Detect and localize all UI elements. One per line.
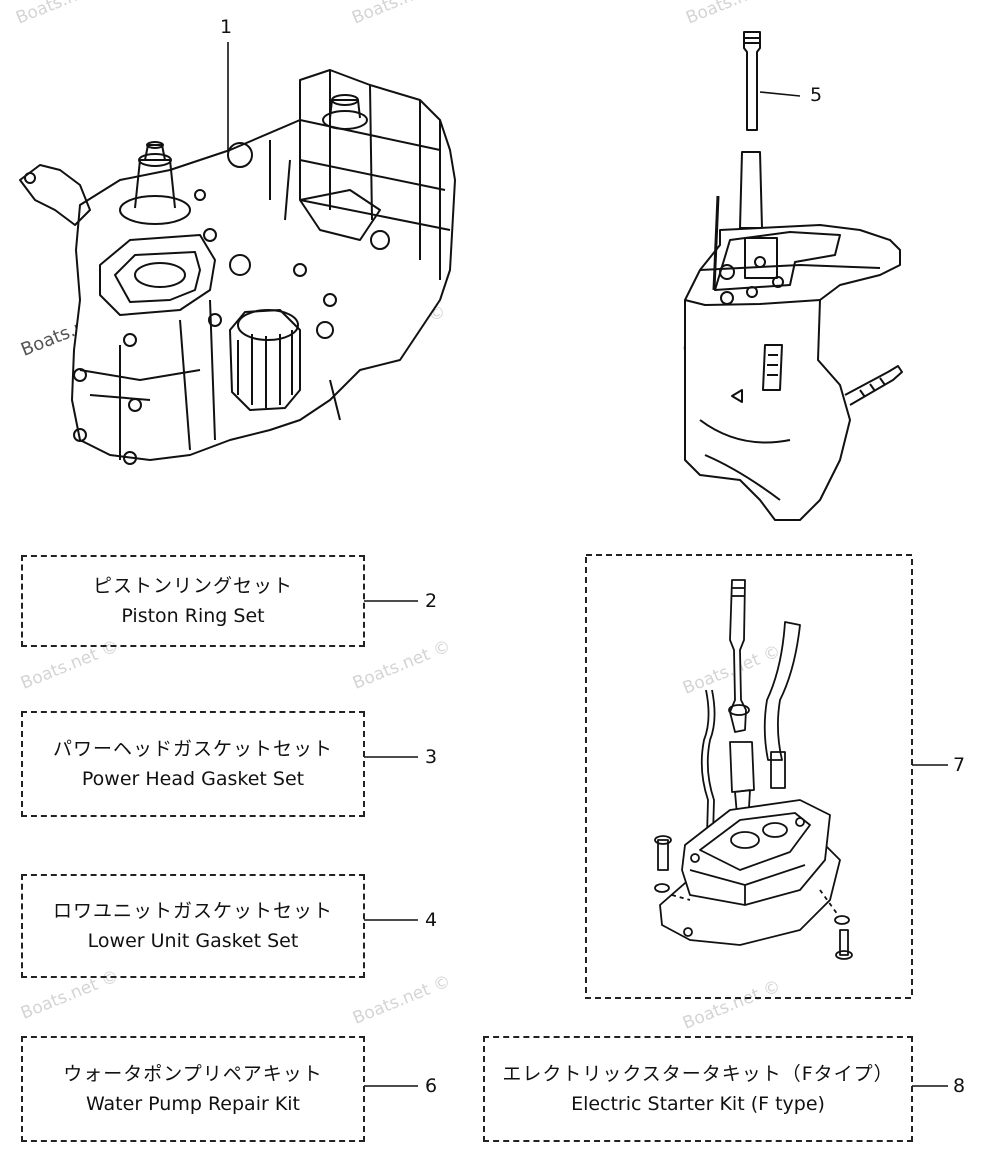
kit-box-piston-ring: ピストンリングセット Piston Ring Set (21, 555, 365, 647)
callout-number-7: 7 (953, 754, 966, 776)
kit-box-water-pump-repair: ウォータポンプリペアキット Water Pump Repair Kit (21, 1036, 365, 1142)
callout-number-1: 1 (220, 16, 233, 38)
kit-label-en: Power Head Gasket Set (81, 768, 305, 790)
callout-number-8: 8 (953, 1075, 966, 1097)
kit-label-jp: エレクトリックスタータキット（Fタイプ） (502, 1062, 894, 1085)
kit-label-jp: ロワユニットガスケットセット (52, 899, 333, 922)
callout-number-6: 6 (425, 1075, 438, 1097)
kit-label-jp: ウォータポンプリペアキット (63, 1062, 323, 1085)
kit-label-en: Electric Starter Kit (F type) (571, 1093, 825, 1115)
callout-number-3: 3 (425, 746, 438, 768)
callout-number-5: 5 (810, 84, 823, 106)
kit-label-jp: ピストンリングセット (92, 574, 293, 597)
water-pump-kit-box (585, 554, 913, 999)
kit-label-en: Water Pump Repair Kit (85, 1093, 301, 1115)
kit-box-electric-starter: エレクトリックスタータキット（Fタイプ） Electric Starter Ki… (483, 1036, 913, 1142)
callout-number-2: 2 (425, 590, 438, 612)
callout-leaders (364, 600, 948, 1087)
lower-unit-illustration (684, 31, 903, 521)
kit-box-power-head-gasket: パワーヘッドガスケットセット Power Head Gasket Set (21, 711, 365, 817)
callout-number-4: 4 (425, 909, 438, 931)
kit-label-en: Piston Ring Set (121, 605, 265, 627)
power-head-illustration (19, 42, 456, 465)
kit-label-jp: パワーヘッドガスケットセット (52, 737, 333, 760)
kit-label-en: Lower Unit Gasket Set (87, 930, 299, 952)
water-pump-kit-illustration (654, 579, 853, 960)
kit-box-lower-unit-gasket: ロワユニットガスケットセット Lower Unit Gasket Set (21, 874, 365, 978)
